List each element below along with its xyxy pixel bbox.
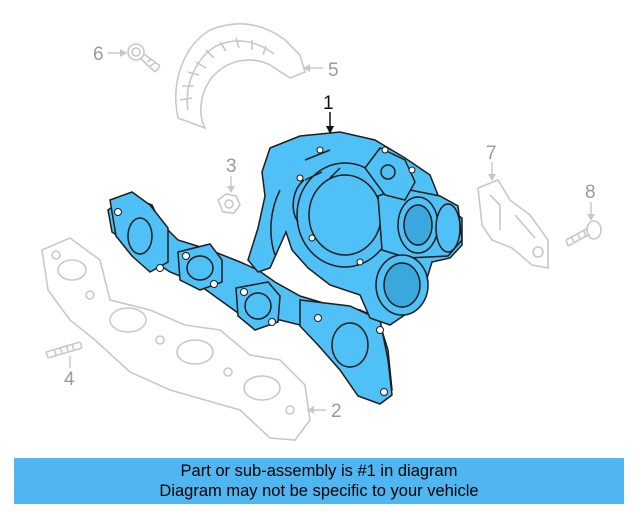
callout-1: 1 <box>323 93 334 114</box>
nut-part-3 <box>217 193 241 214</box>
turbocharger-manifold-part-1[interactable] <box>107 131 463 405</box>
stud-part-4 <box>45 341 83 359</box>
callout-4: 4 <box>64 369 75 390</box>
callout-7: 7 <box>486 143 497 164</box>
bracket-part-7 <box>477 179 549 269</box>
gasket-part-2 <box>41 237 311 441</box>
callout-8: 8 <box>585 182 596 203</box>
leader-arrow-5 <box>303 64 310 72</box>
banner-line-2: Diagram may not be specific to your vehi… <box>159 482 479 500</box>
callout-3: 3 <box>226 156 237 177</box>
bolt-part-8 <box>565 220 602 247</box>
callout-5: 5 <box>328 60 339 81</box>
heat-shield-part-5 <box>175 23 306 130</box>
banner-line-1: Part or sub-assembly is #1 in diagram <box>180 462 458 480</box>
callout-6: 6 <box>93 44 104 65</box>
callout-2: 2 <box>331 401 342 422</box>
bolt-part-6 <box>127 43 161 73</box>
parts-diagram: 1 2 3 4 5 6 7 8 <box>41 23 602 441</box>
info-banner: Part or sub-assembly is #1 in diagram Di… <box>14 458 624 504</box>
